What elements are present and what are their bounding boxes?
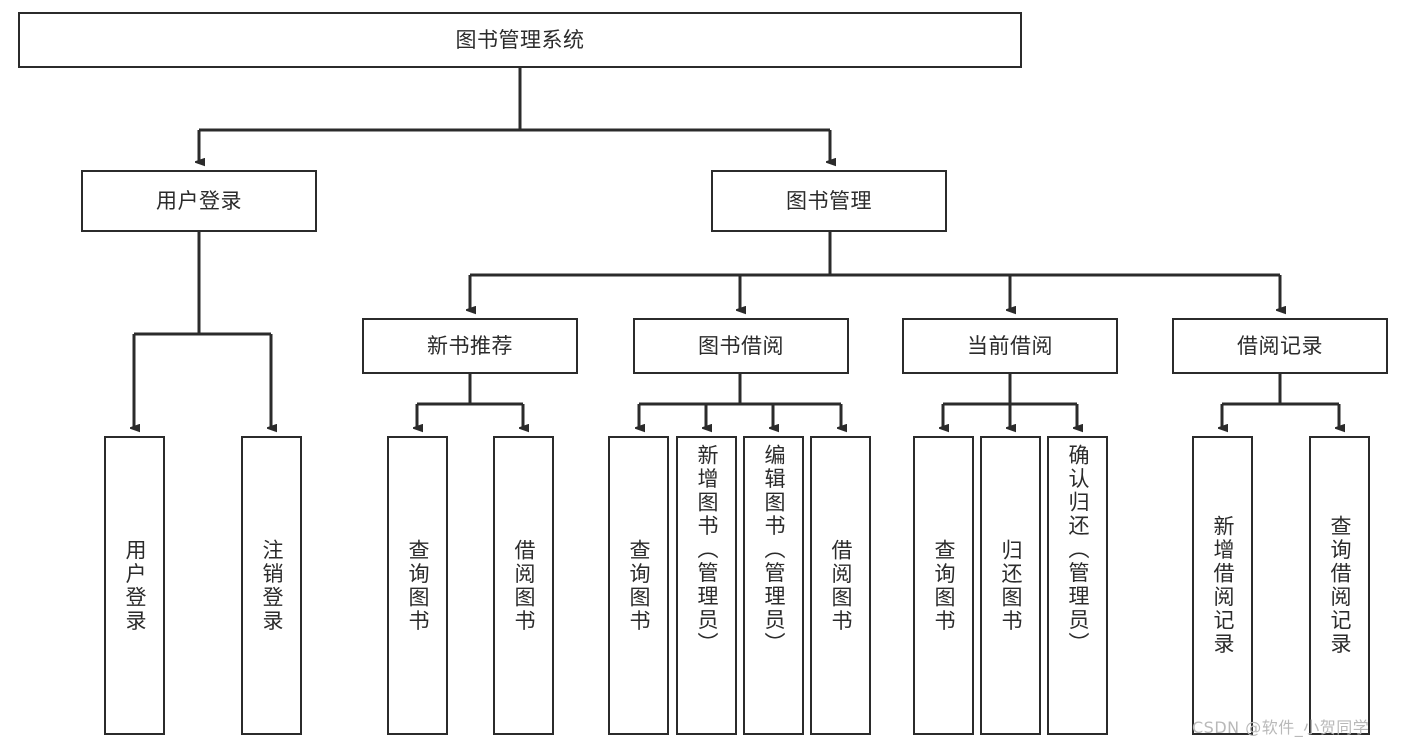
node-borrow-record[interactable]: 借阅记录 bbox=[1172, 318, 1388, 374]
leaf-edit-book-admin[interactable]: 编辑图书（管理员） bbox=[743, 436, 804, 735]
node-book-management[interactable]: 图书管理 bbox=[711, 170, 947, 232]
node-book-borrow[interactable]: 图书借阅 bbox=[633, 318, 849, 374]
csdn-watermark: CSDN @软件_小贺同学 bbox=[1192, 718, 1370, 737]
node-label: 用户登录 bbox=[156, 188, 242, 213]
node-label: 归还图书 bbox=[999, 538, 1023, 633]
node-label: 当前借阅 bbox=[967, 333, 1053, 358]
node-label: 新书推荐 bbox=[427, 333, 513, 358]
node-label: 用户登录 bbox=[123, 538, 147, 633]
leaf-query-book-recommend[interactable]: 查询图书 bbox=[387, 436, 448, 735]
node-label: 图书管理系统 bbox=[455, 27, 585, 52]
node-new-book-recommend[interactable]: 新书推荐 bbox=[362, 318, 578, 374]
leaf-return-book[interactable]: 归还图书 bbox=[980, 436, 1041, 735]
node-current-borrow[interactable]: 当前借阅 bbox=[902, 318, 1118, 374]
leaf-query-book-current[interactable]: 查询图书 bbox=[913, 436, 974, 735]
node-user-login[interactable]: 用户登录 bbox=[81, 170, 317, 232]
leaf-confirm-return-admin[interactable]: 确认归还（管理员） bbox=[1047, 436, 1108, 735]
leaf-query-borrow-record[interactable]: 查询借阅记录 bbox=[1309, 436, 1370, 735]
leaf-logout-login[interactable]: 注销登录 bbox=[241, 436, 302, 735]
node-label: 确认归还（管理员） bbox=[1066, 444, 1090, 656]
node-label: 编辑图书（管理员） bbox=[762, 444, 786, 656]
node-label: 查询图书 bbox=[932, 538, 956, 633]
node-label: 新增借阅记录 bbox=[1211, 515, 1235, 656]
leaf-query-book-borrow[interactable]: 查询图书 bbox=[608, 436, 669, 735]
node-label: 新增图书（管理员） bbox=[695, 444, 719, 656]
leaf-add-borrow-record[interactable]: 新增借阅记录 bbox=[1192, 436, 1253, 735]
node-label: 图书管理 bbox=[786, 188, 872, 213]
node-label: 查询借阅记录 bbox=[1328, 515, 1352, 656]
node-label: 查询图书 bbox=[406, 538, 430, 633]
leaf-user-login[interactable]: 用户登录 bbox=[104, 436, 165, 735]
node-label: 图书借阅 bbox=[698, 333, 784, 358]
node-label: 查询图书 bbox=[627, 538, 651, 633]
node-label: 注销登录 bbox=[260, 538, 284, 633]
node-root-book-management-system[interactable]: 图书管理系统 bbox=[18, 12, 1022, 68]
node-label: 借阅记录 bbox=[1237, 333, 1323, 358]
leaf-add-book-admin[interactable]: 新增图书（管理员） bbox=[676, 436, 737, 735]
leaf-borrow-book-recommend[interactable]: 借阅图书 bbox=[493, 436, 554, 735]
node-label: 借阅图书 bbox=[829, 538, 853, 633]
node-label: 借阅图书 bbox=[512, 538, 536, 633]
leaf-borrow-book[interactable]: 借阅图书 bbox=[810, 436, 871, 735]
